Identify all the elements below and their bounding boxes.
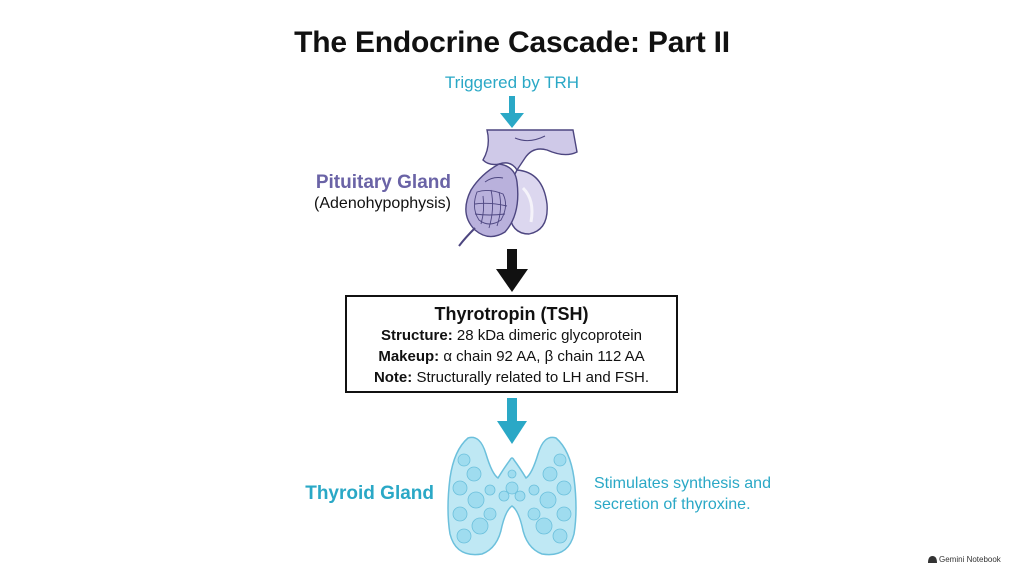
tsh-title: Thyrotropin (TSH) (434, 304, 589, 324)
tsh-info-box: Thyrotropin (TSH) Structure: 28 kDa dime… (345, 295, 678, 393)
pituitary-gland-sublabel: (Adenohypophysis) (314, 195, 451, 212)
watermark: Gemini Notebook (928, 555, 1001, 564)
thyroid-description-line1: Stimulates synthesis and (594, 475, 771, 492)
gemini-logo-icon (928, 556, 937, 564)
tsh-makeup-row: Makeup: α chain 92 AA, β chain 112 AA (347, 346, 676, 367)
arrow-down-black-icon (496, 249, 528, 292)
arrow-down-cyan-icon (497, 398, 527, 444)
tsh-makeup-value: α chain 92 AA, β chain 112 AA (443, 348, 645, 365)
tsh-structure-value: 28 kDa dimeric glycoprotein (456, 327, 642, 344)
thyroid-description: Stimulates synthesis and secretion of th… (594, 473, 824, 515)
tsh-structure-row: Structure: 28 kDa dimeric glycoprotein (347, 325, 676, 346)
watermark-label: Gemini Notebook (939, 555, 1001, 564)
tsh-note-row: Note: Structurally related to LH and FSH… (347, 367, 676, 388)
arrow-down-cyan-icon (500, 96, 524, 128)
tsh-makeup-label: Makeup: (378, 348, 440, 365)
trigger-label: Triggered by TRH (444, 73, 580, 92)
thyroid-gland-illustration (447, 436, 577, 556)
tsh-note-value: Structurally related to LH and FSH. (416, 369, 650, 386)
diagram-title: The Endocrine Cascade: Part II (294, 26, 730, 59)
thyroid-gland-label: Thyroid Gland (305, 483, 434, 504)
pituitary-gland-label: Pituitary Gland (315, 172, 451, 193)
tsh-note-label: Note: (373, 369, 413, 386)
thyroid-description-line2: secretion of thyroxine. (594, 496, 751, 513)
pituitary-gland-illustration (458, 129, 578, 247)
tsh-structure-label: Structure: (381, 327, 453, 344)
